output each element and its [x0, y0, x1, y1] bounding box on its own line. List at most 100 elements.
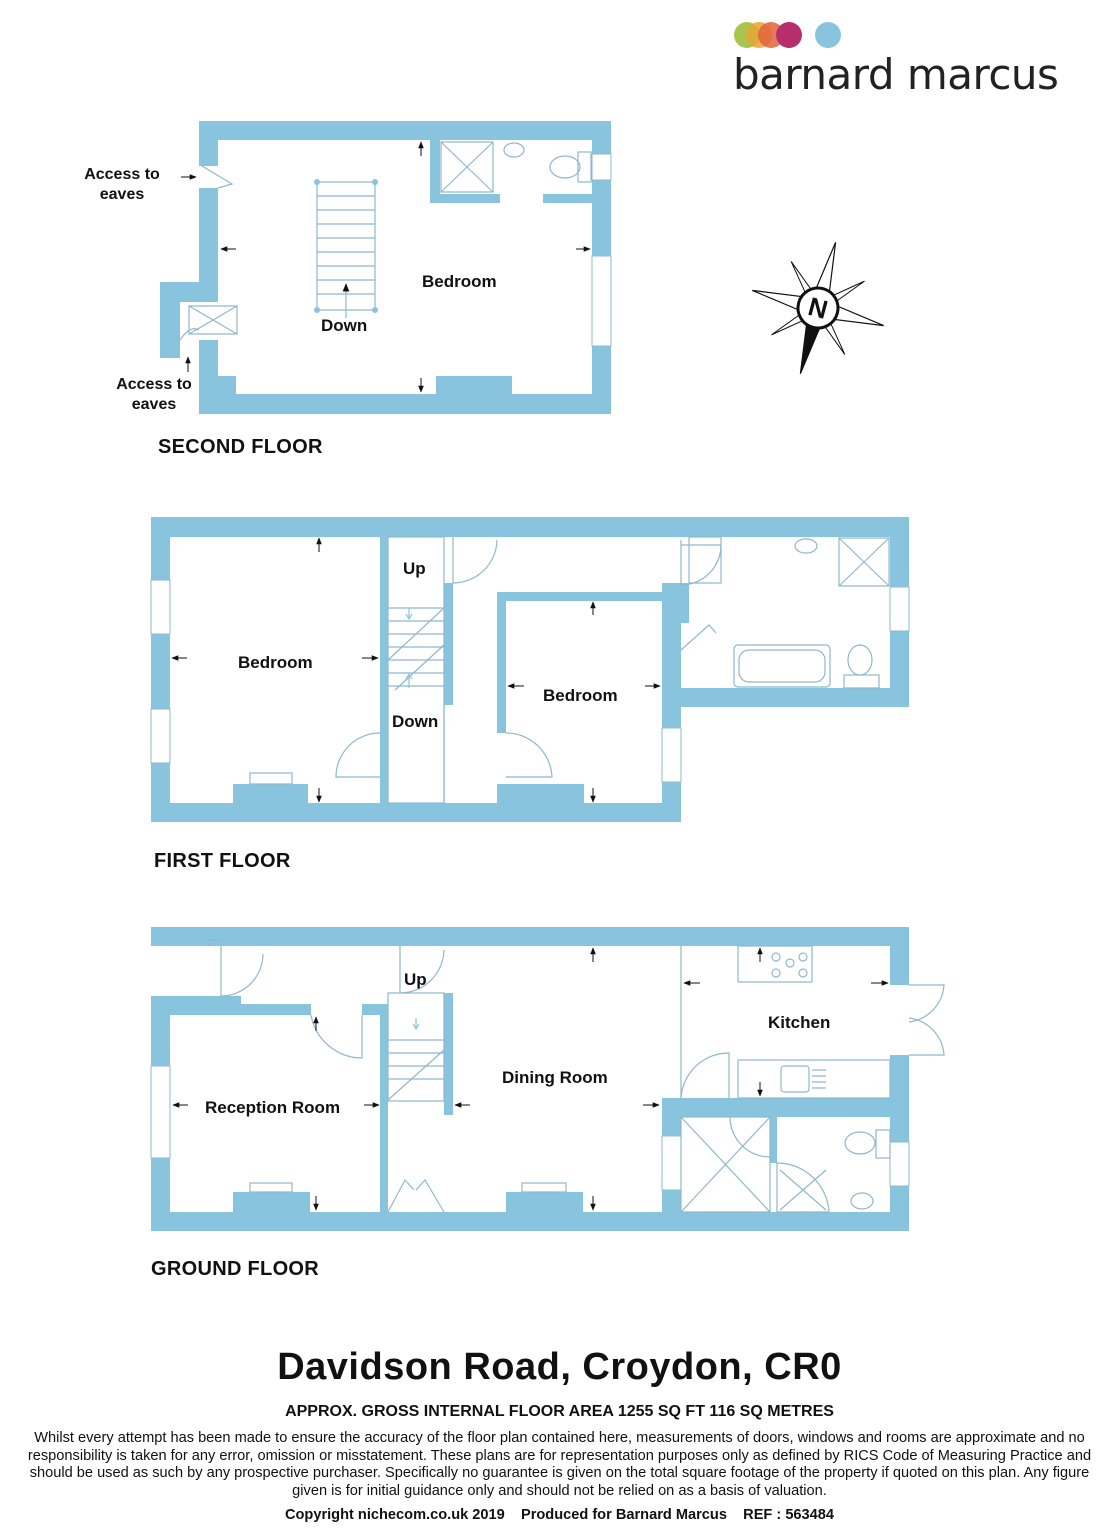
logo-dot [776, 22, 802, 48]
cistern [843, 674, 880, 689]
basin [794, 538, 818, 554]
toilet [549, 155, 581, 179]
wall [430, 140, 440, 202]
dimension-arrows [171, 537, 661, 803]
window [661, 727, 682, 783]
window [591, 255, 612, 347]
eaves-access-label: Access to eaves [116, 376, 192, 413]
door [452, 537, 498, 584]
stair-up-label: Up [403, 559, 426, 578]
wall [199, 188, 218, 282]
door [729, 1116, 771, 1158]
wall [380, 537, 388, 803]
patio-door [908, 1017, 945, 1056]
door [680, 540, 722, 586]
room-label-bedroom: Bedroom [543, 686, 618, 705]
dimension-arrows [181, 141, 591, 393]
eaves-door [201, 165, 234, 189]
wall [362, 1004, 388, 1015]
wall [444, 583, 453, 705]
bathtub [733, 644, 831, 688]
window [591, 153, 612, 181]
wall [160, 282, 180, 358]
stair-down-label: Down [321, 316, 368, 335]
window [150, 708, 171, 764]
wall [662, 583, 681, 822]
wall [430, 194, 500, 203]
room-label-bedroom: Bedroom [422, 272, 497, 291]
wall [436, 376, 512, 394]
staircase [387, 992, 445, 1102]
wall [199, 121, 218, 166]
chimney-breast [506, 1192, 583, 1212]
room-label-reception-room: Reception Room [205, 1098, 341, 1117]
cupboard-doors [387, 1178, 445, 1213]
front-door [220, 946, 264, 997]
ground-floor-plan [150, 927, 945, 1231]
basin [850, 1192, 874, 1210]
wall [728, 1098, 890, 1117]
compass-rose: N [752, 242, 884, 374]
wall [497, 592, 662, 601]
logo-dot [815, 22, 841, 48]
window [889, 1141, 910, 1187]
sink [780, 1065, 810, 1093]
door [680, 624, 717, 651]
wall [151, 803, 681, 822]
staircase [387, 536, 445, 804]
window [150, 579, 171, 635]
first-floor-title: FIRST FLOOR [154, 850, 291, 872]
ground-floor-title: GROUND FLOOR [151, 1258, 320, 1280]
wall [770, 1117, 777, 1163]
shower-tray [440, 141, 494, 193]
toilet [847, 644, 873, 676]
window [150, 1065, 171, 1159]
door [505, 732, 553, 778]
property-address: Davidson Road, Croydon, CR0 [277, 1346, 842, 1388]
wall [681, 583, 689, 623]
stair-down-label: Down [392, 712, 439, 731]
window [889, 586, 910, 632]
wall [199, 121, 611, 140]
window [661, 1135, 682, 1191]
stair-up-label: Up [404, 970, 427, 989]
brand-name: barnard marcus [733, 50, 1059, 99]
wall [681, 1098, 728, 1117]
wall [151, 517, 909, 537]
door [335, 732, 381, 778]
second-floor-plan [160, 121, 612, 414]
wall [151, 517, 170, 822]
first-floor-plan [150, 517, 910, 822]
dimension-arrows [172, 947, 889, 1211]
eaves-access-label: Access to eaves [84, 166, 160, 203]
eaves-hatch [188, 305, 238, 335]
wall [497, 592, 506, 733]
wall [890, 927, 909, 985]
cistern [875, 1129, 891, 1159]
cupboard [680, 1116, 771, 1213]
basin [503, 142, 525, 158]
room-label-bedroom: Bedroom [238, 653, 313, 672]
toilet [844, 1131, 876, 1155]
chimney-breast [497, 784, 584, 803]
sink-counter [737, 1059, 891, 1099]
patio-door [908, 984, 945, 1023]
second-floor-title: SECOND FLOOR [158, 436, 323, 458]
wall [662, 688, 909, 707]
shower-tray [838, 537, 890, 587]
wall [543, 194, 592, 203]
wall [151, 1004, 311, 1015]
wall [199, 394, 611, 414]
room-label-dining-room: Dining Room [502, 1068, 608, 1087]
wall [380, 1004, 388, 1212]
cistern [577, 151, 592, 183]
floor-area-summary: APPROX. GROSS INTERNAL FLOOR AREA 1255 S… [285, 1403, 834, 1420]
room-label-kitchen: Kitchen [768, 1013, 831, 1032]
chimney-breast [233, 1192, 310, 1212]
wall [151, 1212, 909, 1231]
floor-plan-drawing: N [150, 121, 945, 1231]
wall [444, 993, 453, 1115]
door [310, 1014, 363, 1059]
wall [199, 340, 218, 414]
shower-tray [776, 1162, 830, 1213]
